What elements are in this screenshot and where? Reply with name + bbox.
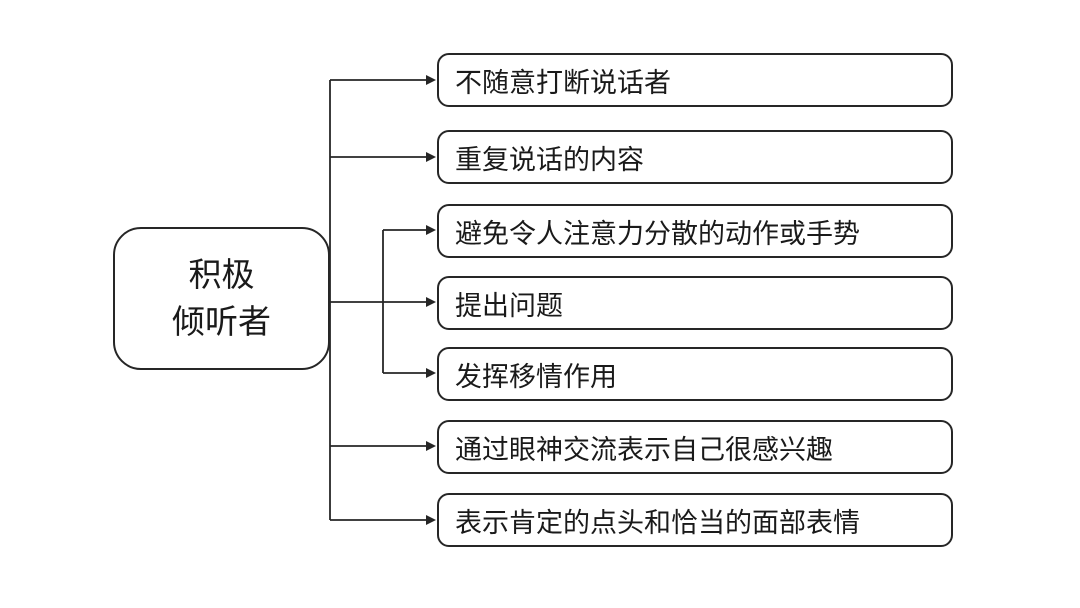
arrowhead-icon [426,152,436,162]
root-label-line2: 倾听者 [172,302,271,340]
branch-node: 不随意打断说话者 [437,53,953,107]
arrowheads [426,75,436,525]
root-node: 积极 倾听者 [113,227,330,370]
branch-label: 表示肯定的点头和恰当的面部表情 [455,507,860,538]
branch-node: 避免令人注意力分散的动作或手势 [437,204,953,258]
branch-node: 提出问题 [437,276,953,330]
branch-node: 表示肯定的点头和恰当的面部表情 [437,493,953,547]
branch-node: 重复说话的内容 [437,130,953,184]
arrowhead-icon [426,368,436,378]
branch-label: 提出问题 [455,290,563,321]
arrowhead-icon [426,441,436,451]
branch-label: 发挥移情作用 [455,361,617,392]
arrowhead-icon [426,225,436,235]
arrowhead-icon [426,75,436,85]
branch-label: 避免令人注意力分散的动作或手势 [455,218,860,249]
root-label-line1: 积极 [188,255,255,293]
branch-label: 不随意打断说话者 [455,67,671,98]
branch-node: 通过眼神交流表示自己很感兴趣 [437,420,953,474]
arrowhead-icon [426,297,436,307]
branch-node: 发挥移情作用 [437,347,953,401]
arrowhead-icon [426,515,436,525]
branch-label: 通过眼神交流表示自己很感兴趣 [455,434,833,465]
branch-label: 重复说话的内容 [455,144,644,175]
